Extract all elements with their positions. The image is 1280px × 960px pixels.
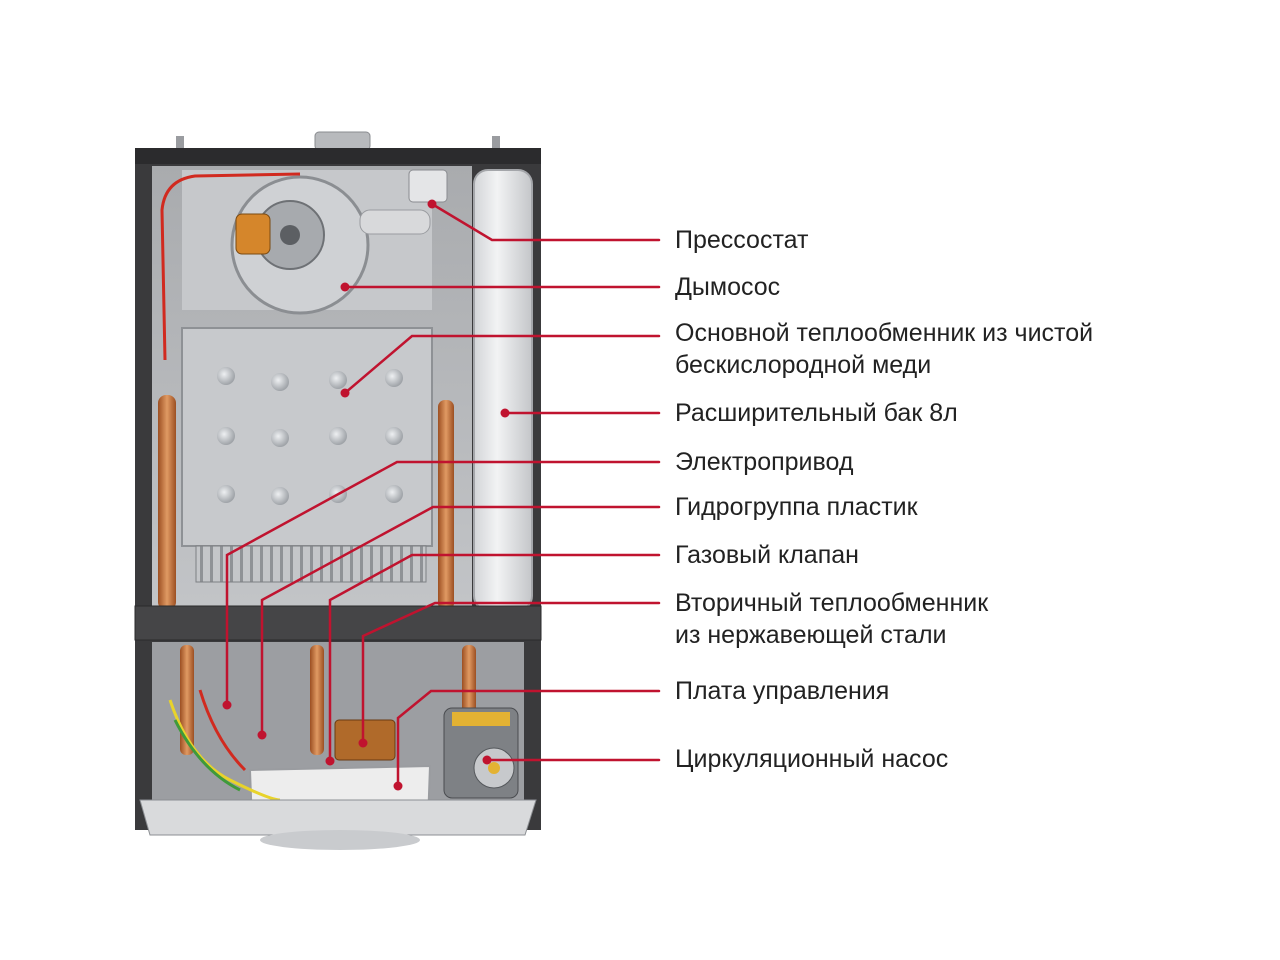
label-actuator: Электропривод [675,446,853,478]
endpoint-actuator [222,700,232,710]
cover-dimples [217,367,403,505]
wire-yellow [168,699,281,802]
endpoint-control-board [393,781,403,791]
label-hydro-group: Гидрогруппа пластик [675,491,918,523]
label-actuator-line-1: Электропривод [675,448,854,476]
leader-control-board [396,689,661,788]
red-wire [160,172,301,361]
label-pressostat-line-1: Прессостат [675,226,809,254]
label-fan: Дымосос [675,271,780,303]
flue-collar [314,131,371,151]
label-main-heat-exchanger: Основной теплообменник из чистой бескисл… [675,317,1093,381]
leader-pressostat [430,202,661,242]
label-hydro-group-line-1: Гидрогруппа пластик [675,493,918,521]
fan-inlet-pipe [359,209,431,235]
endpoint-secondary-heat-exchanger [358,738,368,748]
label-gas-valve: Газовый клапан [675,539,859,571]
leader-endpoints [222,199,510,791]
endpoint-hydro-group [257,730,267,740]
leader-hydro-group [260,505,661,737]
label-secondary-heat-exchanger-line-2: из нержавеющей стали [675,621,947,649]
label-main-heat-exchanger-line-1: Основной теплообменник из чистой [675,319,1094,347]
label-pressostat: Прессостат [675,224,808,256]
divider-shelf [134,605,542,641]
fan-motor-coil [235,213,271,255]
top-stud-right [492,136,500,150]
top-stud-left [176,136,184,150]
copper-pipe-left [158,395,176,610]
label-main-heat-exchanger-line-2: бескислородной меди [675,351,932,379]
endpoint-main-heat-exchanger [340,388,350,398]
endpoint-circulation-pump [482,755,492,765]
label-circulation-pump-line-1: Циркуляционный насос [675,745,949,773]
base-tray [139,799,537,836]
label-secondary-heat-exchanger-line-1: Вторичный теплообменник [675,589,989,617]
circulation-pump-body [443,707,519,799]
label-control-board: Плата управления [675,675,889,707]
label-expansion-tank-line-1: Расширительный бак 8л [675,399,958,427]
leader-gas-valve [328,553,661,763]
leader-actuator [225,460,661,707]
expansion-tank-body [473,169,533,611]
copper-pipe-lower-mid [310,645,324,755]
base-flange [260,830,420,850]
wire-red [198,689,247,772]
label-expansion-tank: Расширительный бак 8л [675,397,958,429]
leader-lines [225,202,661,788]
fan-assembly [230,175,431,315]
endpoint-pressostat [427,199,437,209]
copper-pipe-right [438,400,454,610]
copper-pipe-lower-left [180,645,194,755]
case-top-rim [135,148,541,164]
label-circulation-pump: Циркуляционный насос [675,743,948,775]
leader-main-heat-exchanger [343,334,661,395]
label-fan-line-1: Дымосос [675,273,781,301]
burner-fins [195,545,427,583]
endpoint-expansion-tank [500,408,510,418]
fan-hub [280,225,300,245]
label-control-board-line-1: Плата управления [675,677,890,705]
endpoint-gas-valve [325,756,335,766]
main-heat-exchanger-cover [181,327,433,547]
pressostat-body [408,169,448,203]
label-gas-valve-line-1: Газовый клапан [675,541,859,569]
wire-green [173,719,241,792]
endpoint-fan [340,282,350,292]
copper-pipe-lower-right [462,645,476,715]
label-secondary-heat-exchanger: Вторичный теплообменник из нержавеющей с… [675,587,988,651]
leader-secondary-heat-exchanger [361,601,661,745]
